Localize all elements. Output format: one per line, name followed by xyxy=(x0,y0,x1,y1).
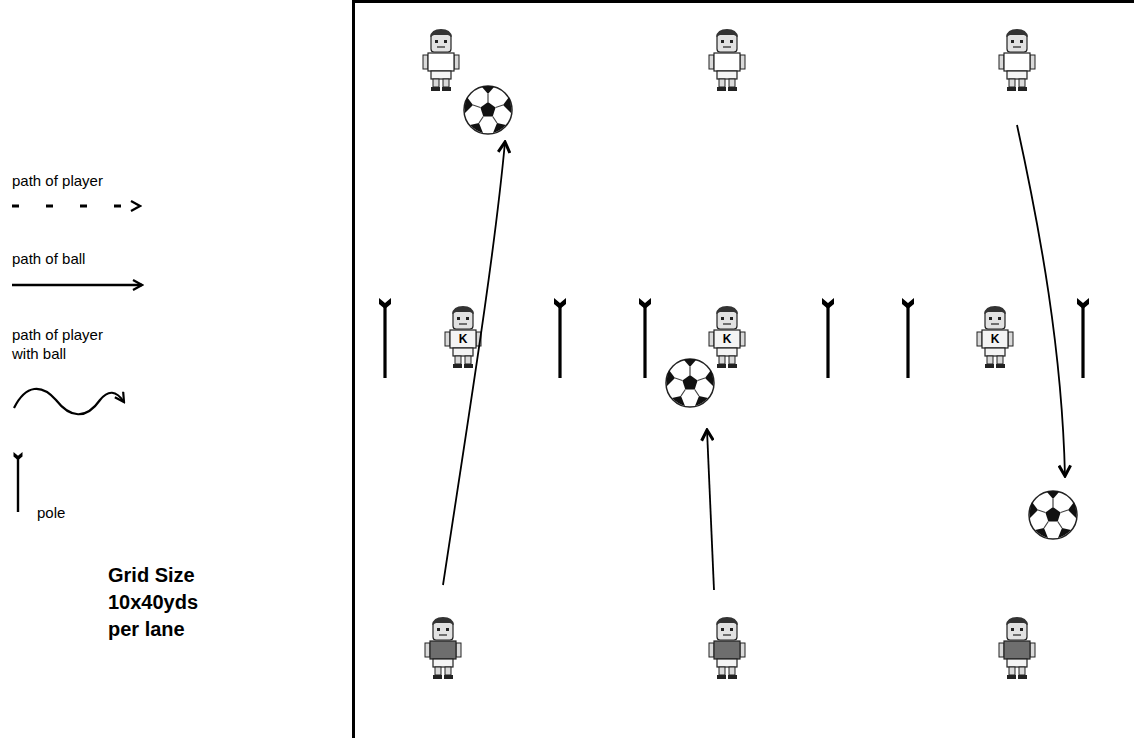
pole-sample xyxy=(14,452,23,512)
legend-label: path of player xyxy=(12,171,172,190)
keeper-letter: K xyxy=(991,333,1000,345)
dribble-path-sample xyxy=(14,389,124,414)
player-figure xyxy=(999,617,1035,679)
player-figure xyxy=(423,29,459,91)
player-figure xyxy=(425,617,461,679)
player-figure xyxy=(999,29,1035,91)
grid-size-note: Grid Size 10x40yds per lane xyxy=(108,562,220,643)
keeper-figure xyxy=(709,306,745,368)
legend-label: path of player with ball xyxy=(12,325,124,363)
player-path-sample xyxy=(12,205,140,208)
player-figure xyxy=(709,617,745,679)
soccer-ball xyxy=(666,359,714,407)
keeper-letter: K xyxy=(459,333,468,345)
soccer-ball xyxy=(1029,491,1077,539)
ball-path xyxy=(707,430,714,590)
ball-path xyxy=(443,142,505,585)
keeper-letter: K xyxy=(723,333,732,345)
field-border xyxy=(354,2,1134,738)
legend-label: path of ball xyxy=(12,249,172,268)
ball-path xyxy=(1017,125,1065,476)
legend-label: pole xyxy=(37,503,117,522)
player-figure xyxy=(709,29,745,91)
keeper-figure xyxy=(445,306,481,368)
ball-path-sample xyxy=(12,284,142,287)
soccer-ball xyxy=(464,86,512,134)
keeper-figure xyxy=(977,306,1013,368)
pole xyxy=(639,298,651,378)
pole xyxy=(379,298,391,378)
pole xyxy=(822,298,834,378)
pole xyxy=(1077,298,1089,378)
pole xyxy=(554,298,566,378)
pole xyxy=(902,298,914,378)
